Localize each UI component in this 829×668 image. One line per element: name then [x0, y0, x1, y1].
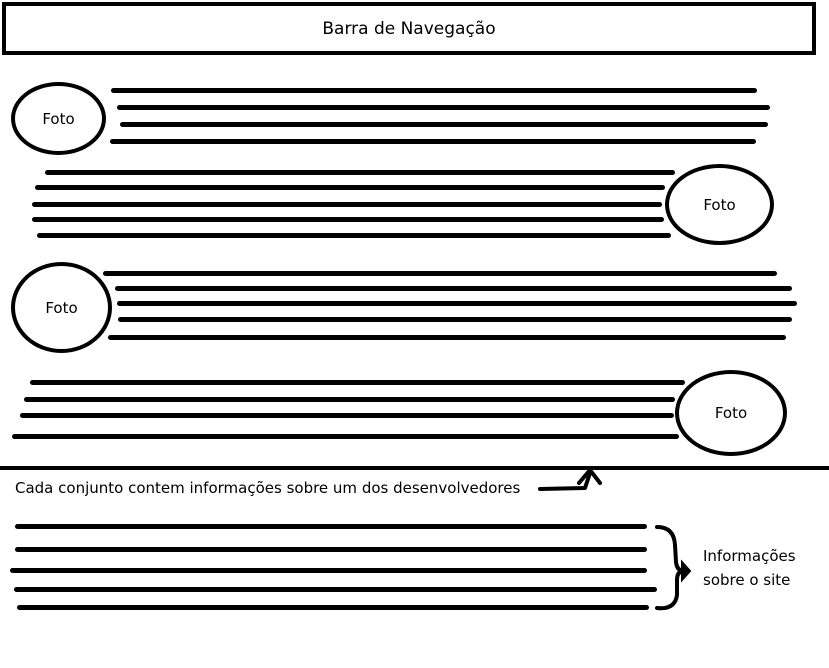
text-line — [45, 170, 675, 175]
text-line — [117, 301, 797, 306]
text-line — [117, 105, 770, 110]
site-info-label-line-2: sobre o site — [703, 571, 791, 589]
text-line — [24, 397, 675, 402]
text-line — [30, 380, 685, 385]
photo-placeholder: Foto — [11, 82, 106, 155]
text-line — [32, 217, 664, 222]
text-line — [118, 317, 792, 322]
text-line — [35, 185, 665, 190]
photo-label: Foto — [703, 195, 736, 214]
text-line — [120, 122, 768, 127]
text-line — [17, 605, 649, 610]
text-line — [10, 568, 647, 573]
photo-placeholder: Foto — [675, 370, 787, 456]
text-line — [32, 202, 662, 207]
site-info-label-line-1: Informações — [703, 547, 796, 565]
text-line — [12, 434, 679, 439]
annotation-caption: Cada conjunto contem informações sobre u… — [15, 479, 521, 497]
text-line — [108, 335, 786, 340]
section-divider — [0, 466, 829, 470]
text-line — [15, 547, 647, 552]
site-info-label: Informações sobre o site — [703, 544, 796, 592]
photo-label: Foto — [42, 109, 75, 128]
text-line — [110, 139, 756, 144]
text-line — [15, 524, 647, 529]
photo-placeholder: Foto — [665, 164, 774, 245]
navigation-bar: Barra de Navegação — [2, 2, 816, 55]
text-line — [115, 286, 792, 291]
navigation-bar-title: Barra de Navegação — [322, 18, 496, 39]
text-line — [37, 233, 671, 238]
text-line — [111, 88, 757, 93]
photo-label: Foto — [714, 404, 748, 422]
text-line — [20, 413, 674, 418]
photo-placeholder: Foto — [11, 262, 112, 353]
text-line — [14, 587, 657, 592]
text-line — [103, 271, 777, 276]
photo-label: Foto — [45, 298, 78, 317]
